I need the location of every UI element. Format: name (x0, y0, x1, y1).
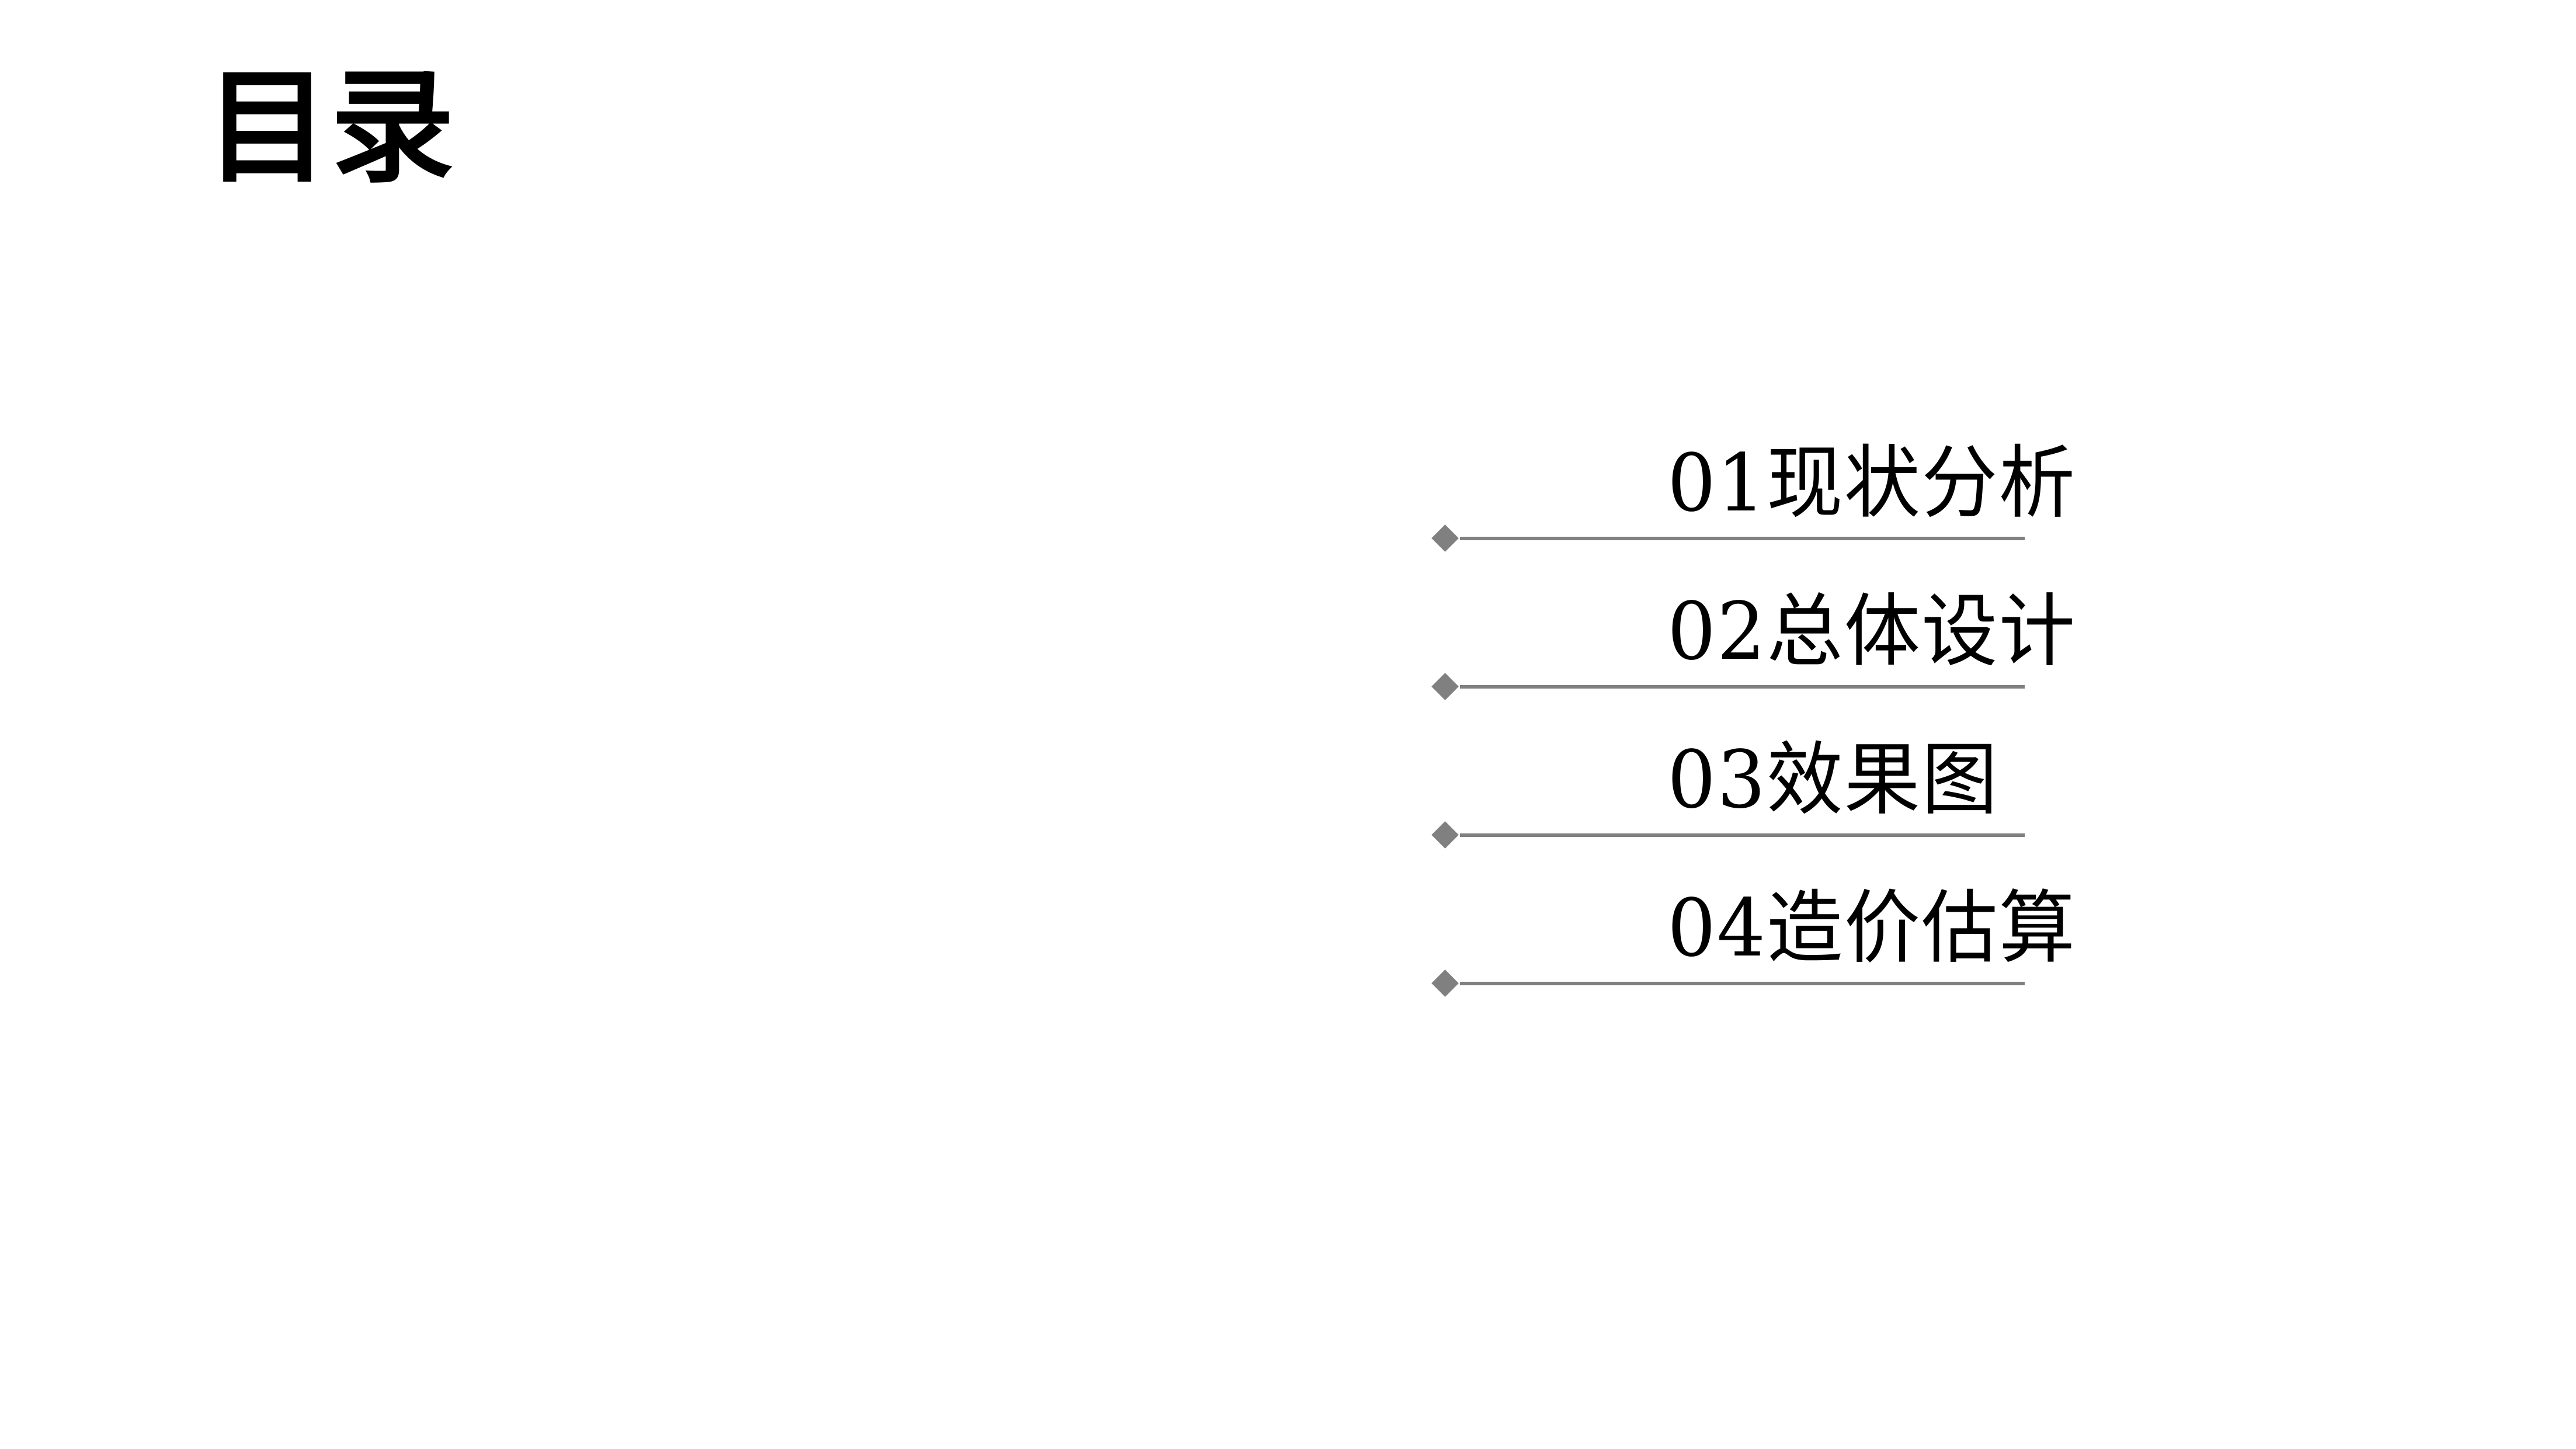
horizontal-rule (1460, 537, 2025, 540)
toc-connector-rule (1431, 821, 2025, 854)
toc-connector-rule (1431, 970, 2025, 1002)
toc-entry-label: 04造价估算 (1667, 882, 2077, 975)
toc-entry-label: 02总体设计 (1667, 586, 2077, 678)
toc-entry-02[interactable]: 02总体设计 (1431, 557, 2075, 706)
toc-connector-rule (1431, 673, 2025, 706)
toc-entry-label: 01现状分析 (1667, 437, 2077, 530)
diamond-bullet-icon (1431, 524, 1459, 552)
horizontal-rule (1460, 982, 2025, 985)
horizontal-rule (1460, 833, 2025, 837)
horizontal-rule (1460, 685, 2025, 689)
toc-entry-04[interactable]: 04造价估算 (1431, 854, 2075, 1002)
table-of-contents: 01现状分析 02总体设计 03效果图 04造价估算 (1431, 409, 2075, 1002)
toc-connector-rule (1431, 524, 2025, 557)
page-title: 目录 (206, 55, 456, 200)
toc-entry-label: 03效果图 (1667, 734, 1999, 826)
toc-entry-01[interactable]: 01现状分析 (1431, 409, 2075, 557)
diamond-bullet-icon (1431, 821, 1459, 849)
diamond-bullet-icon (1431, 673, 1459, 700)
toc-entry-03[interactable]: 03效果图 (1431, 706, 2053, 854)
diamond-bullet-icon (1431, 970, 1459, 997)
